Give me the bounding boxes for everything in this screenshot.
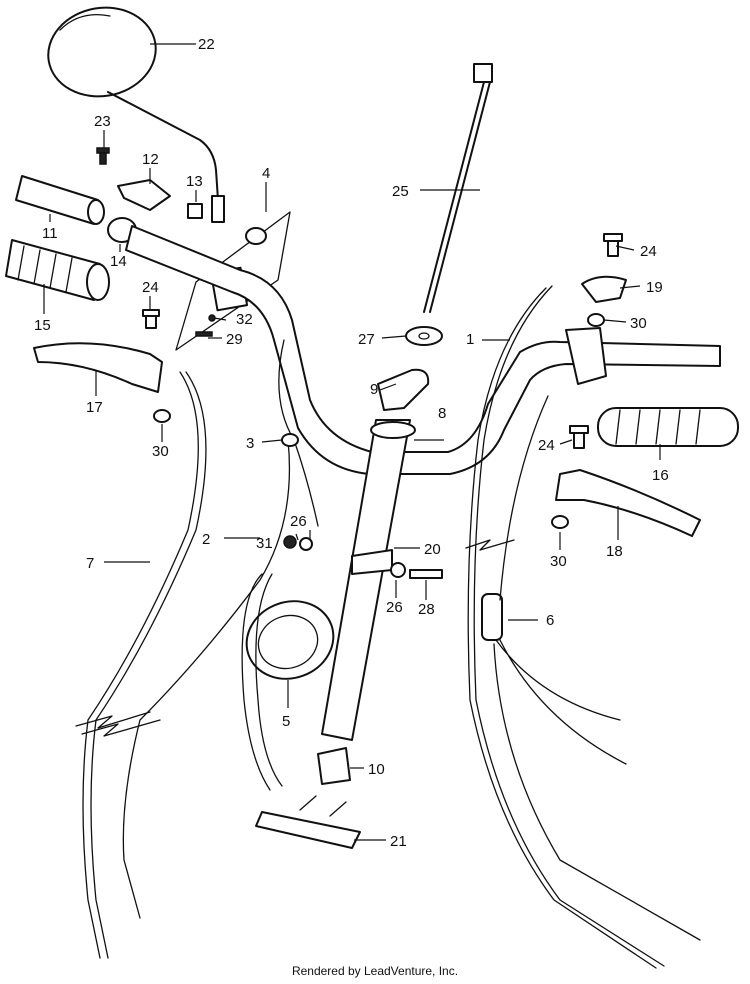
callout-23: 23 bbox=[94, 113, 111, 130]
callout-20: 20 bbox=[424, 541, 441, 558]
footer-credit: Rendered by LeadVenture, Inc. bbox=[291, 964, 459, 978]
callout-5: 5 bbox=[282, 713, 290, 730]
callout-31: 31 bbox=[256, 535, 273, 552]
mirror-part[interactable] bbox=[41, 0, 225, 223]
callout-12: 12 bbox=[142, 151, 159, 168]
callout-6: 6 bbox=[546, 612, 554, 629]
callout-10: 10 bbox=[368, 761, 385, 778]
left-grip-part[interactable] bbox=[5, 239, 110, 301]
bolt-part-24b[interactable] bbox=[603, 233, 623, 257]
callout-21: 21 bbox=[390, 833, 407, 850]
callout-labels: 1 2 3 4 5 6 7 8 9 10 11 12 13 14 15 16 1… bbox=[34, 36, 669, 850]
right-lever-part[interactable] bbox=[555, 469, 701, 537]
callout-15: 15 bbox=[34, 317, 51, 334]
bolt-part-24c[interactable] bbox=[569, 425, 589, 449]
nut-part-30a[interactable] bbox=[153, 409, 171, 423]
switch-cable-part-6[interactable] bbox=[481, 395, 701, 941]
callout-30-lower-right: 30 bbox=[550, 553, 567, 570]
callout-17: 17 bbox=[86, 399, 103, 416]
callout-27: 27 bbox=[358, 331, 375, 348]
right-mount-part[interactable] bbox=[565, 327, 607, 385]
cable-part-2[interactable] bbox=[122, 439, 291, 919]
callout-24-upper-right: 24 bbox=[640, 243, 657, 260]
callout-2: 2 bbox=[202, 531, 210, 548]
callout-19: 19 bbox=[646, 279, 663, 296]
callout-24-lower-right: 24 bbox=[538, 437, 555, 454]
callout-26-right: 26 bbox=[386, 599, 403, 616]
screw-part-23[interactable] bbox=[96, 147, 110, 165]
stem-column-part[interactable] bbox=[321, 419, 416, 741]
break-marks bbox=[75, 539, 515, 737]
callout-13: 13 bbox=[186, 173, 203, 190]
leader-lines bbox=[43, 43, 661, 841]
bracket-part-9[interactable] bbox=[377, 368, 430, 411]
washer-part-26a[interactable] bbox=[299, 537, 313, 551]
callout-1: 1 bbox=[466, 331, 474, 348]
nut-part-30c[interactable] bbox=[551, 515, 569, 529]
callout-32: 32 bbox=[236, 311, 253, 328]
callout-8: 8 bbox=[438, 405, 446, 422]
callout-30-left: 30 bbox=[152, 443, 169, 460]
nut-part-30b[interactable] bbox=[587, 313, 605, 327]
throttle-tube-part[interactable] bbox=[15, 175, 105, 225]
collar-part-10[interactable] bbox=[317, 747, 351, 785]
callout-9: 9 bbox=[370, 381, 378, 398]
washer-part-27[interactable] bbox=[405, 326, 443, 346]
callout-14: 14 bbox=[110, 253, 127, 270]
callout-7: 7 bbox=[86, 555, 94, 572]
cable-part-7[interactable] bbox=[82, 371, 207, 959]
callout-28: 28 bbox=[418, 601, 435, 618]
callout-30-upper-right: 30 bbox=[630, 315, 647, 332]
clamp-part-12[interactable] bbox=[117, 179, 171, 211]
bolt-part-28[interactable] bbox=[409, 569, 443, 579]
bracket-part-19[interactable] bbox=[581, 275, 627, 303]
callout-11: 11 bbox=[42, 225, 58, 242]
right-grip-part[interactable] bbox=[597, 407, 739, 447]
plate-part-21[interactable] bbox=[255, 795, 361, 849]
callout-3: 3 bbox=[246, 435, 254, 452]
callout-24-left: 24 bbox=[142, 279, 159, 296]
callout-16: 16 bbox=[652, 467, 669, 484]
callout-22: 22 bbox=[198, 36, 215, 53]
washer-part-26b[interactable] bbox=[390, 562, 406, 578]
callout-18: 18 bbox=[606, 543, 623, 560]
callout-25: 25 bbox=[392, 183, 409, 200]
cable-part-1[interactable] bbox=[467, 285, 665, 969]
callout-26-left: 26 bbox=[290, 513, 307, 530]
nut-part-31[interactable] bbox=[283, 535, 297, 549]
clip-part-13[interactable] bbox=[187, 203, 203, 219]
bolt-part-24a[interactable] bbox=[142, 309, 160, 329]
horn-part[interactable] bbox=[236, 573, 345, 791]
callout-4: 4 bbox=[262, 165, 270, 182]
callout-29: 29 bbox=[226, 331, 243, 348]
left-lever-part[interactable] bbox=[33, 342, 163, 393]
bolt-part-25[interactable] bbox=[423, 63, 493, 313]
